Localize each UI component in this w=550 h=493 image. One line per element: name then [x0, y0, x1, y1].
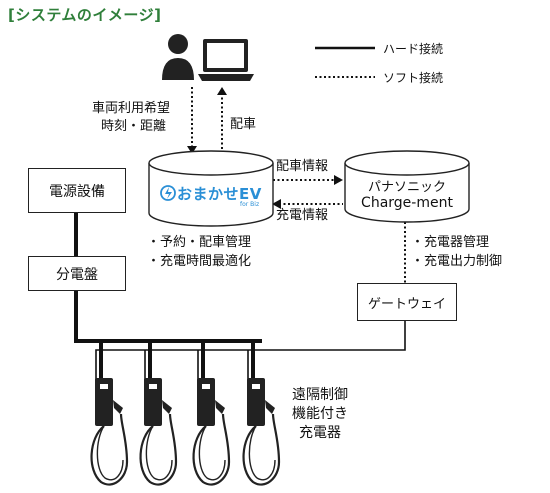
- legend-soft-label: ソフト接続: [383, 71, 444, 85]
- charge-ment-line2: Charge-ment: [361, 195, 453, 211]
- right-feature-2: ・充電出力制御: [411, 254, 503, 269]
- ev-charger-icon-4: [242, 378, 281, 486]
- request-label-line1: 車両利用希望: [92, 101, 171, 116]
- left-feature-2: ・充電時間最適化: [147, 254, 252, 269]
- charge-ment-cloud: [344, 150, 470, 223]
- arrow-down-head: [187, 146, 197, 154]
- chargers-label: 遠隔制御 機能付き 充電器: [292, 386, 348, 443]
- ev-charger-icon-1: [90, 378, 129, 486]
- main-bus: [74, 290, 262, 343]
- request-label-line2: 時刻・距離: [101, 119, 167, 134]
- gateway-bus: [95, 320, 406, 380]
- legend-hard-label: ハード接続: [383, 42, 444, 56]
- arrow-left-head: [272, 199, 281, 209]
- person-icon: [162, 34, 194, 80]
- gateway-box: ゲートウェイ: [357, 283, 457, 321]
- chargers-label-line3: 充電器: [299, 425, 341, 441]
- request-label: 車両利用希望 時刻・距離: [92, 100, 170, 136]
- right-feature-1: ・充電器管理: [411, 235, 490, 250]
- laptop-icon: [198, 39, 254, 81]
- omakase-logo-sub: for Biz: [240, 201, 260, 208]
- arrow-up-head: [217, 87, 227, 95]
- left-feature-1: ・予約・配車管理: [147, 235, 252, 250]
- omakase-ev-cloud: [148, 150, 274, 227]
- power-equipment-label: 電源設備: [49, 183, 105, 200]
- charge-info-label: 充電情報: [276, 208, 329, 223]
- ev-charger-icon-2: [139, 378, 178, 486]
- charge-ment-line1: パナソニック: [367, 180, 446, 195]
- dispatch-label: 配車: [230, 117, 257, 132]
- ev-charger-icon-3: [192, 378, 231, 486]
- power-equipment-box: 電源設備: [28, 168, 126, 213]
- charger-group: [90, 378, 281, 486]
- distribution-board-box: 分電盤: [28, 256, 126, 291]
- diagram-title: [システムのイメージ]: [8, 6, 162, 24]
- arrow-right-head: [334, 175, 343, 185]
- chargers-label-line1: 遠隔制御: [292, 387, 348, 403]
- distribution-board-label: 分電盤: [56, 266, 98, 283]
- dispatch-info-label: 配車情報: [276, 159, 329, 174]
- omakase-logo-text: おまかせEV: [177, 185, 262, 203]
- gateway-label: ゲートウェイ: [367, 296, 446, 312]
- chargers-label-line2: 機能付き: [292, 406, 348, 422]
